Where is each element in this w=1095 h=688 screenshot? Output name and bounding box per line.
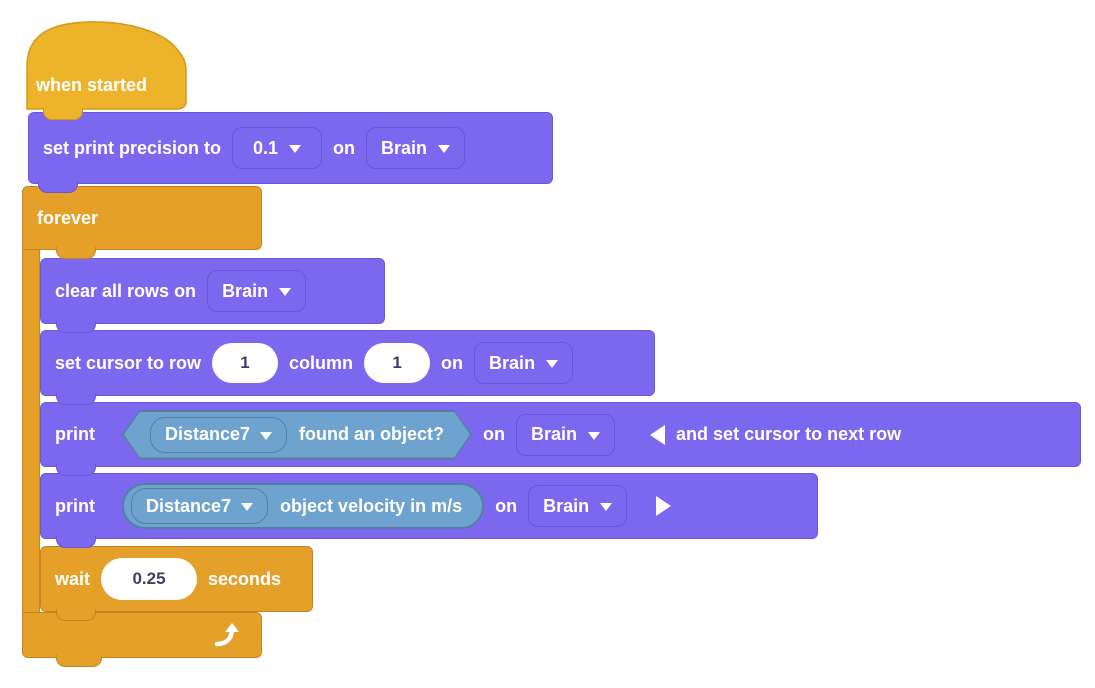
block-forever-arm [22, 248, 40, 614]
device-dropdown[interactable]: Brain [516, 413, 616, 456]
bottom-tab [56, 655, 102, 667]
print-label: print [55, 495, 95, 516]
boolean-found-object[interactable]: Distance7 found an object? [122, 410, 472, 460]
reporter-object-velocity[interactable]: Distance7 object velocity in m/s [122, 483, 485, 529]
sensor-dropdown[interactable]: Distance7 [150, 417, 287, 453]
dropdown-caret-icon [546, 360, 559, 368]
on-label: on [333, 137, 356, 158]
on-label: on [441, 352, 464, 373]
block-forever-header[interactable]: forever [22, 186, 262, 259]
dropdown-caret-icon [588, 431, 601, 440]
collapse-option-icon[interactable] [650, 424, 666, 445]
loop-arrow-icon [214, 623, 239, 647]
set-cursor-column-label: column [289, 352, 354, 373]
set-cursor-next-row-label: and set cursor to next row [676, 424, 902, 444]
sensor-dropdown[interactable]: Distance7 [131, 488, 269, 524]
block-forever-footer[interactable] [22, 612, 262, 667]
device-dropdown[interactable]: Brain [207, 270, 307, 312]
bottom-tab [38, 181, 78, 193]
row-input[interactable]: 1 [212, 343, 279, 383]
set-print-precision-label: set print precision to [43, 137, 222, 158]
clear-all-rows-label: clear all rows on [55, 280, 197, 301]
block-set-cursor[interactable]: set cursor to row 1 column 1 on Brain [40, 330, 655, 405]
hat-shape [26, 21, 187, 110]
set-cursor-row-label: set cursor to row [55, 352, 202, 373]
device-value: Brain [543, 495, 590, 516]
object-velocity-label: object velocity in m/s [280, 495, 463, 516]
block-print-velocity[interactable]: print Distance7 object velocity in m/s o… [40, 473, 818, 548]
dropdown-caret-icon [241, 503, 254, 511]
precision-dropdown[interactable]: 0.1 [232, 127, 323, 169]
block-set-print-precision[interactable]: set print precision to 0.1 on Brain [28, 112, 553, 193]
dropdown-caret-icon [279, 288, 292, 296]
bottom-tab [56, 321, 96, 333]
boolean-found-object-body: Distance7 found an object? [124, 412, 470, 458]
seconds-label: seconds [208, 568, 282, 589]
device-dropdown[interactable]: Brain [528, 485, 628, 527]
block-when-started[interactable]: when started [22, 18, 192, 120]
column-input[interactable]: 1 [364, 343, 431, 383]
sensor-value: Distance7 [146, 495, 232, 516]
block-clear-all-rows[interactable]: clear all rows on Brain [40, 258, 385, 333]
bottom-tab [56, 464, 96, 476]
wait-label: wait [55, 568, 91, 589]
dropdown-caret-icon [600, 503, 613, 511]
bottom-tab [56, 536, 96, 548]
hat-bottom-tab [43, 108, 83, 120]
dropdown-caret-icon [438, 145, 451, 153]
device-value: Brain [531, 424, 578, 444]
device-dropdown[interactable]: Brain [366, 127, 466, 169]
dropdown-caret-icon [260, 432, 272, 440]
bottom-tab [56, 393, 96, 405]
dropdown-caret-icon [289, 145, 302, 153]
precision-value: 0.1 [253, 137, 279, 158]
found-object-label: found an object? [299, 424, 445, 444]
block-wait[interactable]: wait 0.25 seconds [40, 546, 313, 621]
block-print-found-object[interactable]: print Distance7 found an object? on Brai… [40, 402, 1081, 476]
device-value: Brain [381, 137, 428, 158]
on-label: on [483, 424, 506, 444]
when-started-label: when started [36, 75, 148, 95]
print-label: print [55, 424, 95, 444]
bottom-tab [56, 609, 96, 621]
wait-seconds-input[interactable]: 0.25 [101, 558, 198, 600]
expand-option-icon[interactable] [656, 496, 672, 516]
forever-label: forever [37, 207, 99, 228]
on-label: on [495, 495, 518, 516]
device-value: Brain [222, 280, 269, 301]
bottom-tab [56, 247, 96, 259]
device-dropdown[interactable]: Brain [474, 342, 574, 384]
device-value: Brain [489, 352, 536, 373]
sensor-value: Distance7 [165, 424, 251, 444]
